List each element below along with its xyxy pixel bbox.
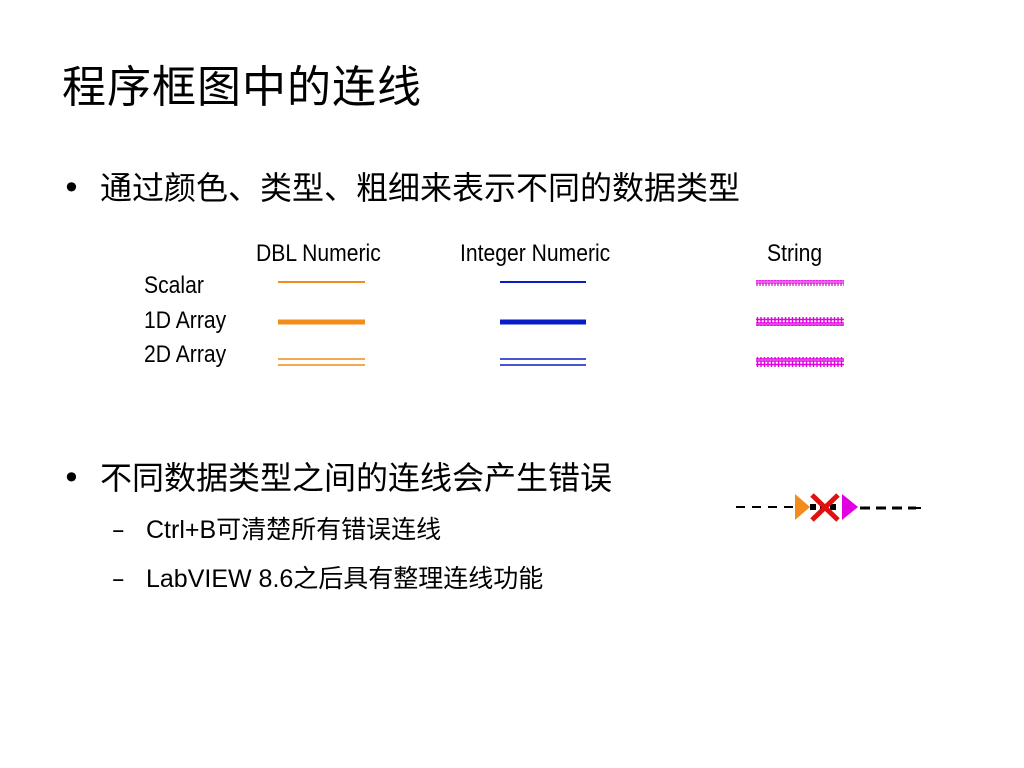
sub-bullet-1-text: Ctrl+B可清楚所有错误连线 — [146, 516, 442, 544]
bullet-dot: • — [62, 459, 81, 497]
row-label-1d-array: 1D Array — [144, 307, 227, 334]
slide-title: 程序框图中的连线 — [62, 62, 422, 113]
sub-bullet-dash: – — [112, 564, 125, 593]
array-wire-icon — [756, 317, 844, 326]
2d-array-wire-icon — [278, 358, 365, 366]
column-header-integer: Integer Numeric — [460, 240, 611, 267]
2d-array-wire-icon — [756, 357, 844, 367]
row-label-scalar: Scalar — [144, 272, 204, 299]
column-header-string: String — [767, 240, 823, 267]
scalar-wire-icon — [756, 280, 844, 286]
sub-bullet-2: – LabVIEW 8.6之后具有整理连线功能 — [112, 563, 543, 595]
2d-array-wire-icon — [500, 358, 586, 366]
bullet-2: • 不同数据类型之间的连线会产生错误 — [62, 458, 612, 498]
bullet-1: • 通过颜色、类型、粗细来表示不同的数据类型 — [62, 168, 740, 208]
sub-bullet-dash: – — [112, 515, 125, 544]
bullet-2-text: 不同数据类型之间的连线会产生错误 — [100, 459, 613, 497]
sub-bullet-1: – Ctrl+B可清楚所有错误连线 — [112, 514, 441, 546]
sub-bullet-2-text: LabVIEW 8.6之后具有整理连线功能 — [146, 565, 544, 593]
bullet-1-text: 通过颜色、类型、粗细来表示不同的数据类型 — [100, 169, 741, 207]
row-label-2d-array: 2D Array — [144, 341, 227, 368]
broken-wire-icon — [736, 493, 921, 522]
column-header-dbl: DBL Numeric — [256, 240, 381, 267]
bullet-dot: • — [62, 169, 81, 207]
